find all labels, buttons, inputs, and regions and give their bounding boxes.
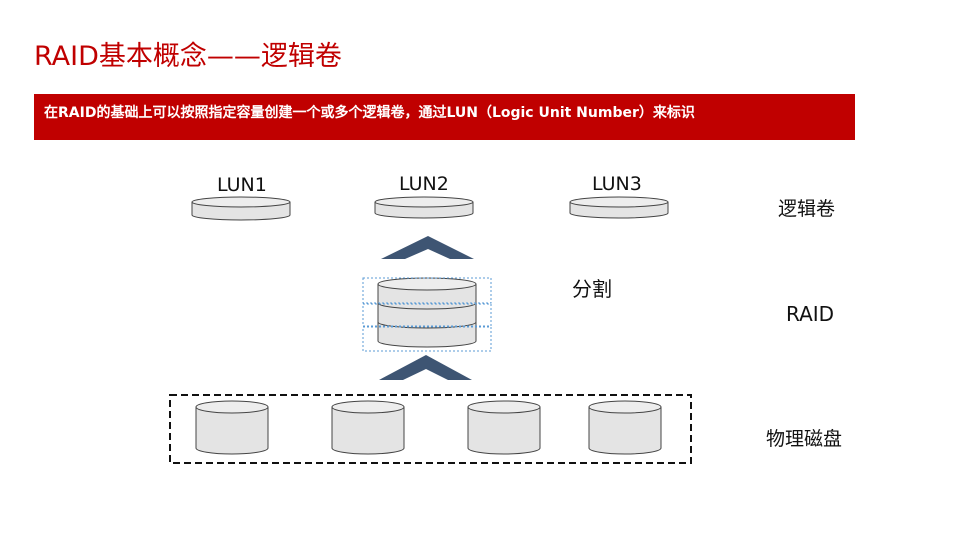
split-box-1 (362, 277, 492, 304)
lun-disk-2 (374, 196, 474, 219)
lun-disk-3 (569, 196, 669, 219)
layer-label-physical: 物理磁盘 (766, 428, 843, 450)
split-label: 分割 (572, 277, 612, 301)
lun-label-3: LUN3 (592, 173, 642, 195)
split-box-2 (362, 303, 492, 327)
lun-disk-1 (191, 196, 291, 221)
physical-disks-box (169, 394, 692, 464)
slide-title: RAID基本概念——逻辑卷 (34, 41, 342, 72)
layer-label-logical: 逻辑卷 (778, 198, 836, 220)
lun-label-1: LUN1 (217, 174, 267, 196)
banner-text: 在RAID的基础上可以按照指定容量创建一个或多个逻辑卷，通过LUN（Logic … (44, 105, 695, 121)
layer-label-raid: RAID (786, 302, 835, 326)
split-box-3 (362, 326, 492, 352)
lun-label-2: LUN2 (399, 173, 449, 195)
physical-disk-1 (195, 400, 269, 455)
physical-disk-2 (331, 400, 405, 455)
description-banner: 在RAID的基础上可以按照指定容量创建一个或多个逻辑卷，通过LUN（Logic … (34, 94, 855, 140)
physical-disk-4 (588, 400, 662, 455)
raid-stack (362, 277, 492, 352)
physical-disk-3 (467, 400, 541, 455)
up-arrow-upper-icon (381, 236, 474, 259)
up-arrow-lower-icon (379, 355, 472, 380)
